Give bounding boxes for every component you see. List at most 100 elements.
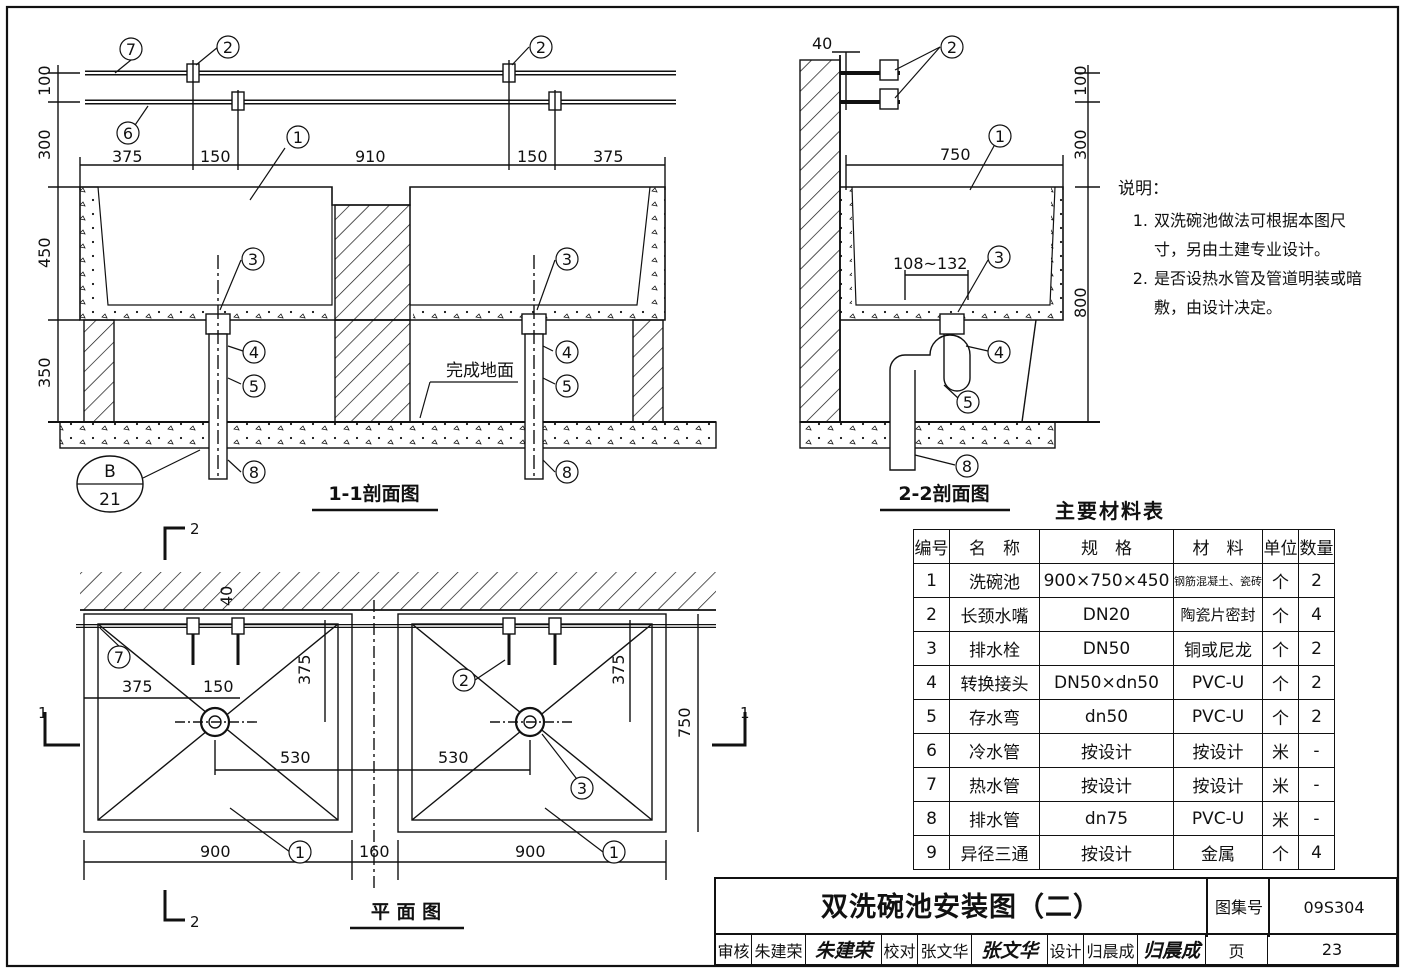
dim-530-right: 530 xyxy=(438,748,469,767)
callout-1-a: 1 xyxy=(286,125,310,149)
callout-1-d: 1 xyxy=(602,840,626,864)
callouts xyxy=(99,46,1001,853)
svg-text:1: 1 xyxy=(609,843,619,862)
note-item-2: 2. 是否设热水管及管道明装或暗敷，由设计决定。 xyxy=(1132,269,1363,317)
callout-bubbles: 7 2 2 6 1 3 3 4 4 5 5 8 8 2 1 3 4 5 8 7 … xyxy=(107,35,1012,864)
reviewer-name: 朱建荣 xyxy=(752,935,806,964)
cut-mark-1-left: 1 xyxy=(38,704,48,722)
callout-2-c: 2 xyxy=(940,35,964,59)
dim-300-right: 300 xyxy=(1071,129,1090,160)
dim-150-left: 150 xyxy=(200,147,231,166)
dim-40-wall: 40 xyxy=(812,34,832,53)
floor-label: 完成地面 xyxy=(446,361,514,381)
svg-text:4: 4 xyxy=(249,343,259,362)
svg-text:2: 2 xyxy=(947,38,957,57)
dim-350: 350 xyxy=(35,357,54,388)
svg-text:8: 8 xyxy=(962,457,972,476)
callout-3-c: 3 xyxy=(987,245,1011,269)
callout-7-a: 7 xyxy=(119,37,143,61)
dim-100: 100 xyxy=(35,65,54,96)
designer-name: 归晨成 xyxy=(1084,935,1138,964)
svg-text:2: 2 xyxy=(223,38,233,57)
callout-6: 6 xyxy=(116,121,140,145)
notes-title: 说明： xyxy=(1118,179,1169,199)
cut-mark-2-bottom: 2 xyxy=(190,913,200,931)
svg-text:3: 3 xyxy=(994,248,1004,267)
cut-mark-1-right: 1 xyxy=(740,704,750,722)
callout-3-a: 3 xyxy=(241,247,265,271)
review-label: 审核 xyxy=(716,935,752,964)
callout-5-b: 5 xyxy=(555,374,579,398)
dim-375-right: 375 xyxy=(593,147,624,166)
drawing-title: 双洗碗池安装图（二） xyxy=(821,892,1101,923)
svg-text:1: 1 xyxy=(293,128,303,147)
atlas-label: 图集号 xyxy=(1206,879,1270,937)
svg-text:2: 2 xyxy=(536,38,546,57)
callout-3-d: 3 xyxy=(570,776,594,800)
dim-160: 160 xyxy=(359,842,390,861)
header-cell: 数量 xyxy=(1298,529,1335,564)
dim-150-plan: 150 xyxy=(203,677,234,696)
callout-1-b: 1 xyxy=(988,124,1012,148)
callout-8-b: 8 xyxy=(555,460,579,484)
section-2-2-title: 2-2剖面图 xyxy=(898,482,989,505)
dim-900-left: 900 xyxy=(200,842,231,861)
callout-4-c: 4 xyxy=(987,340,1011,364)
cut-marks xyxy=(43,526,747,922)
callout-2-a: 2 xyxy=(216,35,240,59)
dim-910: 910 xyxy=(355,147,386,166)
svg-text:4: 4 xyxy=(994,343,1004,362)
dim-800-right: 800 xyxy=(1071,287,1090,318)
svg-text:4: 4 xyxy=(562,343,572,362)
svg-text:7: 7 xyxy=(114,648,124,667)
plan-title: 平 面 图 xyxy=(371,901,441,923)
svg-text:21: 21 xyxy=(99,490,121,510)
dim-375-plan: 375 xyxy=(122,677,153,696)
cut-mark-2-top: 2 xyxy=(190,520,200,538)
callout-7-b: 7 xyxy=(107,645,131,669)
dim-900-right: 900 xyxy=(515,842,546,861)
section-1-1 xyxy=(48,60,717,480)
materials-title: 主要材料表 xyxy=(1055,499,1165,523)
page-border xyxy=(5,5,1400,968)
dim-750-plan: 750 xyxy=(675,707,694,738)
reviewer-signature: 朱建荣 xyxy=(806,935,882,964)
svg-text:8: 8 xyxy=(249,463,259,482)
dim-outlet-range: 108~132 xyxy=(893,254,967,273)
dim-375-plan-v1: 375 xyxy=(295,654,314,685)
callout-2-b: 2 xyxy=(529,35,553,59)
dim-375-plan-v2: 375 xyxy=(609,654,628,685)
callout-8-c: 8 xyxy=(955,454,979,478)
callout-2-d: 2 xyxy=(452,668,476,692)
svg-text:3: 3 xyxy=(577,779,587,798)
checker-signature: 张文华 xyxy=(972,935,1048,964)
svg-text:2: 2 xyxy=(459,671,469,690)
svg-text:5: 5 xyxy=(249,377,259,396)
checker-name: 张文华 xyxy=(918,935,972,964)
check-label: 校对 xyxy=(882,935,918,964)
plan-view xyxy=(76,572,716,890)
svg-text:1: 1 xyxy=(295,843,305,862)
header-cell: 规 格 xyxy=(1039,529,1174,564)
dim-750-section: 750 xyxy=(940,145,971,164)
dim-150-right: 150 xyxy=(517,147,548,166)
callout-8-a: 8 xyxy=(242,460,266,484)
page-number: 23 xyxy=(1321,940,1343,959)
atlas-number: 09S304 xyxy=(1268,879,1398,937)
callout-5-c: 5 xyxy=(956,390,980,414)
callout-4-b: 4 xyxy=(555,340,579,364)
svg-text:5: 5 xyxy=(562,377,572,396)
callout-1-c: 1 xyxy=(288,840,312,864)
dim-450: 450 xyxy=(35,237,54,268)
detail-ref-symbol: B 21 xyxy=(76,449,201,513)
header-cell: 材 料 xyxy=(1173,529,1263,564)
header-cell: 名 称 xyxy=(949,529,1040,564)
